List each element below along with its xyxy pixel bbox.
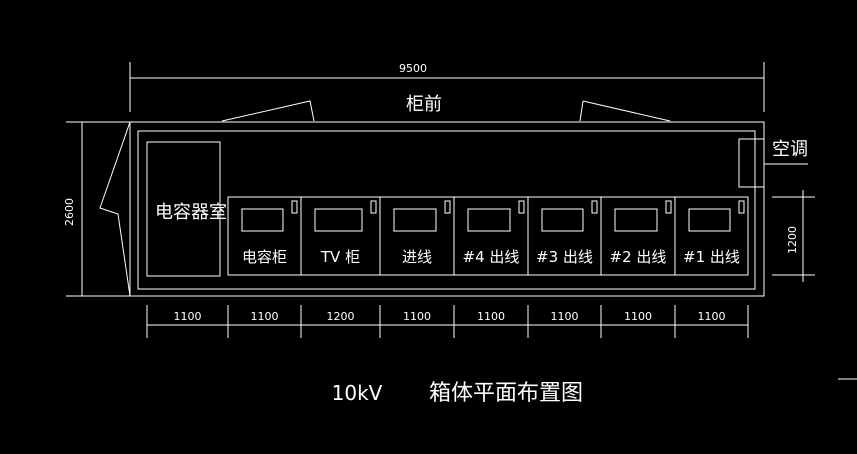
cabinet: #1 出线 xyxy=(674,197,745,275)
cabinet-window xyxy=(541,208,584,232)
front-indicator: 柜前 xyxy=(221,94,671,122)
cabinet: 进线 xyxy=(379,197,451,275)
container-inner-wall xyxy=(137,130,756,290)
overall-width-value: 2600 xyxy=(63,198,76,226)
cabinet-indicator xyxy=(518,200,525,214)
cabinet-window xyxy=(614,208,658,232)
cabinets-group: 电容柜 TV 柜 进线 #4 出线 #3 出线 #2 出线 #1 出线 xyxy=(241,197,745,275)
cabinet-depth-value: 1200 xyxy=(786,226,799,254)
cabinet: #3 出线 xyxy=(527,197,598,275)
title-voltage: 10kV xyxy=(332,381,383,405)
drawing-title: 箱体平面布置图 xyxy=(429,381,583,406)
cabinet-label: #3 出线 xyxy=(536,248,593,266)
cabinet-width-value: 1100 xyxy=(251,310,279,323)
cabinet-label: 电容柜 xyxy=(242,248,287,266)
cabinet: TV 柜 xyxy=(300,197,377,275)
ac-label: 空调 xyxy=(772,139,808,160)
cabinet-window xyxy=(467,208,511,232)
overall-length-dimension: 9500 xyxy=(129,62,765,112)
container-outer-wall xyxy=(129,121,765,297)
overall-length-value: 9500 xyxy=(399,62,427,75)
cabinet-indicator xyxy=(291,200,298,214)
cabinet-window xyxy=(314,208,363,232)
cabinet-width-value: 1100 xyxy=(624,310,652,323)
cabinet-window xyxy=(688,208,731,232)
cabinet-width-value: 1100 xyxy=(698,310,726,323)
cabinet-indicator xyxy=(370,200,377,214)
cabinet-width-value: 1100 xyxy=(551,310,579,323)
cabinet-window xyxy=(393,208,437,232)
cabinet-label: #4 出线 xyxy=(463,248,520,266)
capacitor-room-label: 电容器室 xyxy=(155,202,227,223)
cabinet-label: TV 柜 xyxy=(320,248,360,266)
cabinet: #4 出线 xyxy=(453,197,525,275)
cabinet-indicator xyxy=(665,200,672,214)
front-label: 柜前 xyxy=(406,94,442,115)
cabinet-indicator xyxy=(444,200,451,214)
cabinet-width-value: 1100 xyxy=(174,310,202,323)
capacitor-room xyxy=(146,141,221,277)
cabinet-width-value: 1200 xyxy=(327,310,355,323)
overall-width-dimension: 2600 xyxy=(63,121,131,297)
cabinet: #2 出线 xyxy=(600,197,672,275)
cabinet-width-dimensions: 1100 1100 1200 1100 1100 1100 1100 1100 xyxy=(146,305,749,338)
switchgear-row xyxy=(227,196,749,276)
cabinet-window xyxy=(241,208,284,232)
cabinet-indicator xyxy=(738,200,745,214)
cabinet-indicator xyxy=(591,200,598,214)
cabinet-width-value: 1100 xyxy=(477,310,505,323)
cabinet-depth-dimension: 1200 xyxy=(772,190,815,282)
cabinet-width-value: 1100 xyxy=(403,310,431,323)
cabinet-label: #1 出线 xyxy=(683,248,740,266)
cabinet-label: 进线 xyxy=(402,248,432,266)
cabinet: 电容柜 xyxy=(241,200,298,266)
cabinet-label: #2 出线 xyxy=(610,248,667,266)
air-conditioner xyxy=(738,138,765,188)
